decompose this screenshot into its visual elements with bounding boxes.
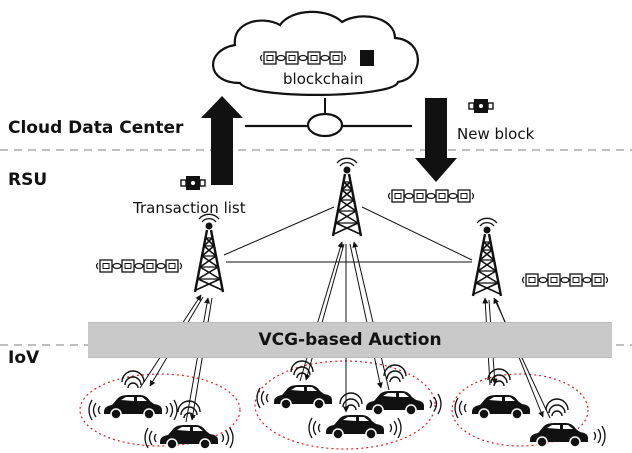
download-arrow	[415, 98, 457, 182]
tower-center	[331, 157, 363, 238]
blockchain-label: blockchain	[283, 70, 364, 88]
rsu-chain-right	[523, 274, 608, 286]
cloud-chain-new-block	[360, 50, 374, 66]
upload-arrow	[201, 96, 243, 185]
vehicle-clusters	[79, 360, 589, 450]
rsu-chain-left	[97, 260, 182, 272]
tower-right	[471, 217, 503, 298]
transaction-block-icon	[180, 175, 206, 191]
vcg-auction-bar: VCG-based Auction	[88, 322, 612, 358]
layer-label-rsu: RSU	[8, 170, 48, 190]
car-6	[454, 368, 531, 420]
tower-left	[193, 213, 225, 294]
layer-label-iov: IoV	[8, 348, 40, 368]
new-block-icon	[468, 98, 494, 114]
car-1	[88, 370, 178, 421]
rsu-chain-center	[389, 190, 474, 202]
car-7	[529, 398, 606, 448]
cloud-hub	[306, 112, 344, 138]
layer-label-cloud: Cloud Data Center	[8, 118, 184, 138]
transaction-list-label: Transaction list	[133, 199, 246, 217]
car-3	[256, 360, 333, 410]
new-block-label: New block	[457, 125, 535, 143]
vcg-auction-label: VCG-based Auction	[258, 330, 442, 350]
tower-links	[223, 206, 473, 263]
